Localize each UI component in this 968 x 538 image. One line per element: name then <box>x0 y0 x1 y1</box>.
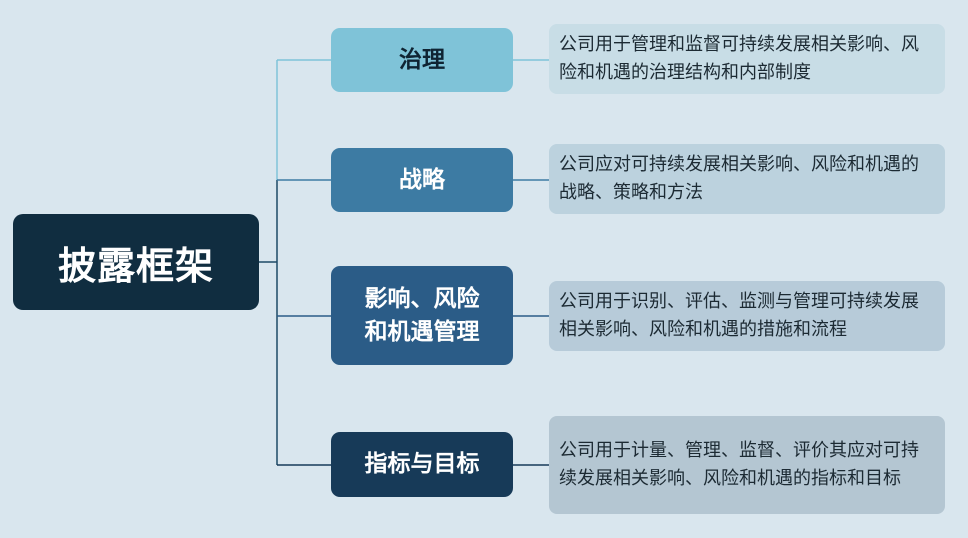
branch-strategy: 战略 <box>331 148 513 212</box>
description-metrics-targets: 公司用于计量、管理、监督、评价其应对可持续发展相关影响、风险和机遇的指标和目标 <box>549 416 945 514</box>
description-text: 公司应对可持续发展相关影响、风险和机遇的战略、策略和方法 <box>559 154 919 203</box>
description-text: 公司用于管理和监督可持续发展相关影响、风险和机遇的治理结构和内部制度 <box>559 34 919 83</box>
description-governance: 公司用于管理和监督可持续发展相关影响、风险和机遇的治理结构和内部制度 <box>549 24 945 94</box>
branch-governance: 治理 <box>331 28 513 92</box>
root-node: 披露框架 <box>13 214 259 310</box>
branch-risk-management: 影响、风险 和机遇管理 <box>331 266 513 365</box>
description-risk-management: 公司用于识别、评估、监测与管理可持续发展相关影响、风险和机遇的措施和流程 <box>549 281 945 351</box>
description-strategy: 公司应对可持续发展相关影响、风险和机遇的战略、策略和方法 <box>549 144 945 214</box>
description-text: 公司用于计量、管理、监督、评价其应对可持续发展相关影响、风险和机遇的指标和目标 <box>559 440 919 489</box>
description-text: 公司用于识别、评估、监测与管理可持续发展相关影响、风险和机遇的措施和流程 <box>559 291 919 340</box>
branch-metrics-targets: 指标与目标 <box>331 432 513 497</box>
